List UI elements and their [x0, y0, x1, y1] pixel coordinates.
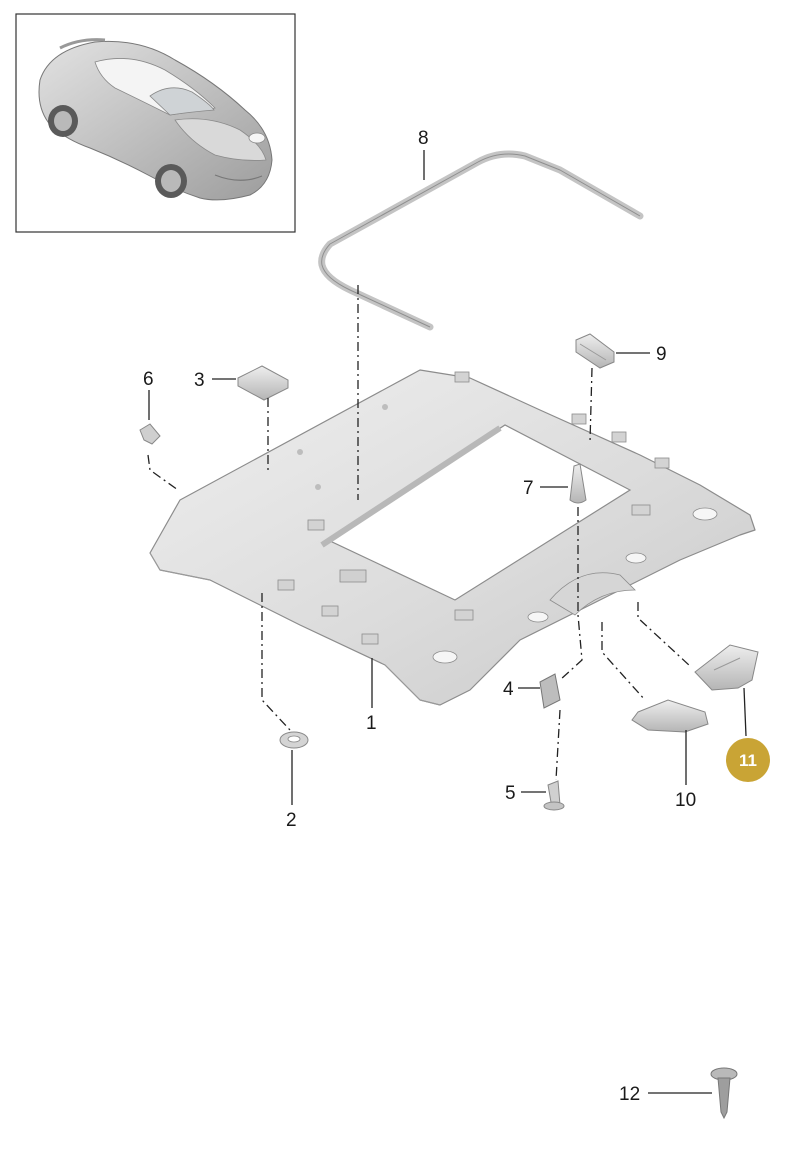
part-12-screw: [710, 1067, 738, 1120]
selected-callout-badge: [726, 738, 770, 782]
vehicle-thumbnail: [15, 13, 296, 233]
callout-6[interactable]: 6: [143, 369, 154, 390]
callout-11-selected[interactable]: 11: [726, 738, 770, 782]
callout-11: 11: [739, 751, 757, 770]
leader-lines: [148, 150, 747, 1094]
car-illustration: [38, 38, 273, 201]
callout-7[interactable]: 7: [523, 478, 534, 499]
callout-10[interactable]: 10: [675, 790, 696, 811]
callout-12[interactable]: 12: [619, 1084, 640, 1105]
part-9-clip: [575, 333, 615, 369]
callout-9[interactable]: 9: [656, 344, 667, 365]
part-3-cover: [237, 365, 289, 401]
part-8-edge: [321, 153, 641, 328]
assembly-lines: [147, 285, 691, 781]
callout-1[interactable]: 1: [366, 713, 377, 734]
callout-4[interactable]: 4: [503, 679, 514, 700]
part-6-plug: [139, 423, 161, 445]
callout-labels: 8 9 3 6 7 1 4 5 2 10 12 11: [143, 128, 770, 1105]
callout-8[interactable]: 8: [418, 128, 429, 149]
part-4-bracket: [539, 673, 561, 709]
part-11-trim-cover: [694, 644, 759, 691]
callout-5[interactable]: 5: [505, 783, 516, 804]
callout-3[interactable]: 3: [194, 370, 205, 391]
part-10-trim-cover: [631, 699, 709, 733]
part-7-post: [569, 463, 587, 504]
part-1-headliner: [149, 369, 756, 706]
part-5-clip: [543, 780, 565, 811]
callout-2[interactable]: 2: [286, 810, 297, 831]
part-2-nut: [279, 731, 309, 749]
part-8-sunroof-seal: [318, 150, 644, 331]
